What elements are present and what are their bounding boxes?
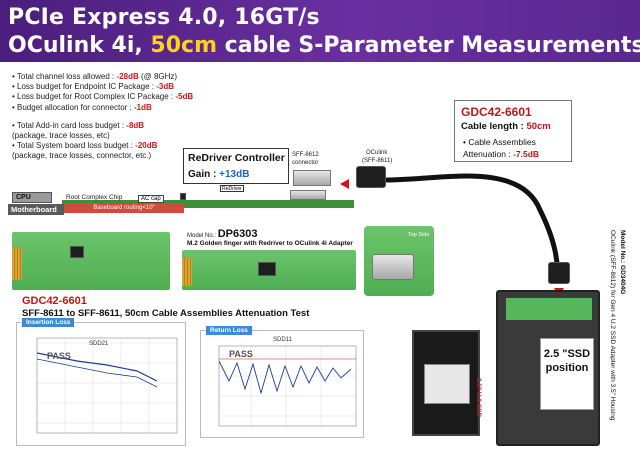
cable-bullet: • Cable Assemblies [463, 137, 536, 147]
bullet-addin-sub: (package, trace losses, etc) [12, 131, 110, 141]
insertion-loss-graph: SDD21 PASS [16, 322, 186, 446]
bullet-system-sub: (package, trace losses, connector, etc.) [12, 151, 152, 161]
test-subtitle: SFF-8611 to SFF-8611, 50cm Cable Assembl… [22, 308, 310, 319]
cable-model: GDC42-6601 [461, 105, 532, 119]
ssd-sticker [424, 364, 470, 404]
cpu-label: CPU [12, 192, 52, 203]
graph1-title: SDD21 [89, 341, 109, 347]
ssd-position-label: 2.5 "SSD position [540, 338, 594, 410]
title-line-2: OCulink 4i, 50cm cable S-Parameter Measu… [8, 33, 640, 58]
redriver-title: ReDriver Controller [188, 152, 285, 164]
housing-pcb [506, 298, 592, 320]
root-complex-label: Root Complex Chip [66, 194, 123, 201]
return-loss-graph: SDD11 PASS [200, 330, 364, 438]
bullet-endpoint: • Loss budget for Endpoint IC Package : … [12, 82, 175, 92]
graph1-pass: PASS [47, 351, 71, 361]
graph2-title: SDD11 [273, 337, 292, 343]
ssd-line1: 2.5 "SSD [543, 348, 591, 360]
connector-label: connector [292, 160, 319, 166]
sff8611-label: (SFF-8611) [362, 158, 393, 164]
side-caption: Model No.: GD3404G OCulink (SFF-8612) fo… [604, 230, 638, 440]
cap-component [180, 193, 186, 200]
cable-plug-end [548, 262, 570, 284]
m2-card-front [12, 232, 170, 290]
bullet-root-complex: • Loss budget for Root Complex IC Packag… [12, 92, 194, 102]
bullet-connector: • Budget allocation for connector : -1dB [12, 102, 152, 112]
ac-cap-label: AC cap [138, 195, 164, 203]
oculink-plug [356, 166, 386, 188]
redriver-chip: ReDriver [220, 185, 244, 192]
sff8612-connector [293, 170, 331, 186]
oculink-label: OCulink [366, 150, 388, 156]
motherboard-label: Motherboard [8, 204, 64, 215]
addin-card-side [62, 200, 354, 208]
bullet-channel-loss: • Total channel loss allowed : -28dB (@ … [12, 72, 178, 81]
redriver-gain: Gain : +13dB [188, 169, 250, 180]
cable-length: Cable length : 50cm [461, 121, 551, 132]
arrow-icon [340, 179, 349, 189]
insertion-loss-tag: Insertion Loss [22, 318, 75, 327]
ssd-line2: position [545, 362, 589, 374]
insertion-loss-plot [36, 337, 178, 434]
sff8612-label: SFF-8612 [292, 152, 319, 158]
routing-bar: Baseboard routing<10" [64, 203, 184, 213]
m2-chip [70, 246, 84, 258]
model-label: Model No.: DP6303 [187, 228, 258, 240]
redriver-info-box: ReDriver Controller Gain : +13dB [183, 148, 289, 184]
bullet-system-board: • Total System board loss budget : -20dB [12, 141, 158, 151]
redriver-ic [258, 262, 276, 276]
m2-gold-finger-2 [182, 258, 192, 286]
u2-ssd-label: 2.5" U.2 SSD [475, 378, 482, 418]
m2-gold-finger [12, 248, 22, 280]
cable-info-box: GDC42-6601 Cable length : 50cm • Cable A… [454, 100, 572, 162]
connector-side [290, 190, 326, 200]
side-desc: OCulink (SFF-8612) for Gen 4 U.2 SSD Ada… [609, 230, 616, 421]
closeup-connector [372, 254, 414, 280]
u2-ssd [412, 330, 480, 436]
adapter-desc: M.2 Golden finger with Redriver to OCuli… [187, 240, 353, 247]
side-model: Model No.: GD3404G [619, 230, 626, 295]
graph2-pass: PASS [229, 349, 253, 359]
title-line-1: PCIe Express 4.0, 16GT/s [8, 5, 320, 30]
cable-attenuation: Attenuation : -7.5dB [463, 149, 540, 159]
oculink-cable [385, 173, 561, 283]
header-banner: PCIe Express 4.0, 16GT/s OCulink 4i, 50c… [0, 0, 640, 62]
test-model: GDC42-6601 [22, 295, 87, 307]
top-side-label: Top Side [408, 232, 430, 238]
bullet-gap [12, 113, 193, 121]
loss-budget-list: • Total channel loss allowed : -28dB (@ … [12, 72, 193, 162]
return-loss-tag: Return Loss [206, 326, 252, 335]
bullet-addin-card: • Total Add-in card loss budget : -8dB [12, 120, 145, 130]
return-loss-plot [218, 345, 357, 427]
